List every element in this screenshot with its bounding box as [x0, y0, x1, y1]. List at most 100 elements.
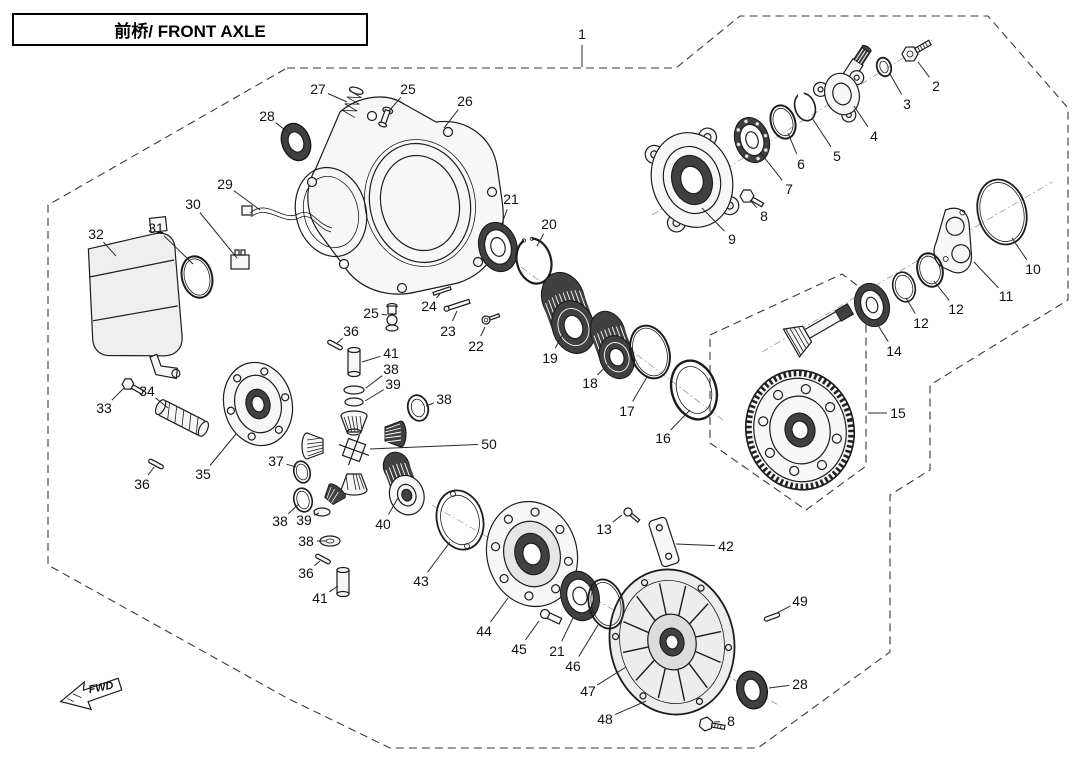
callout-40: 40 — [375, 516, 391, 532]
part-snap-ring-5 — [793, 91, 817, 122]
part-bevel-gear-top — [340, 410, 368, 436]
part-ring-16 — [669, 359, 719, 421]
callout-39: 39 — [296, 512, 312, 528]
leader-line-50 — [369, 444, 479, 450]
part-washer-38a — [343, 385, 365, 395]
callout-6: 6 — [797, 156, 805, 172]
part-splined-coupling-19 — [540, 271, 596, 354]
leader-line-48 — [614, 700, 647, 716]
part-crown-gear — [744, 369, 856, 491]
part-oring-10 — [976, 178, 1028, 246]
part-washer-38b — [406, 394, 430, 422]
leader-line-32 — [103, 241, 117, 257]
part-bearing-7 — [733, 117, 771, 163]
part-snap-ring-20 — [515, 236, 553, 285]
leader-line-16 — [670, 409, 691, 431]
part-breather-lower — [385, 302, 399, 332]
callout-11: 11 — [999, 288, 1014, 304]
leader-line-36 — [336, 337, 343, 344]
part-roller-bottom — [336, 566, 350, 598]
leader-line-38 — [365, 375, 383, 389]
page-title: 前桥/ FRONT AXLE — [12, 13, 368, 46]
leader-line-13 — [612, 514, 623, 523]
callout-36: 36 — [134, 476, 150, 492]
part-pin-a — [148, 458, 164, 470]
leader-line-33 — [111, 387, 125, 401]
callout-22: 22 — [468, 338, 484, 354]
leader-line-6 — [787, 132, 798, 155]
part-diff-flange — [222, 361, 294, 447]
leader-line-31 — [163, 235, 194, 265]
leader-line-25 — [381, 313, 388, 316]
part-screw-13 — [623, 507, 641, 523]
callout-21: 21 — [503, 191, 519, 207]
fwd-marker: FWD — [59, 677, 123, 711]
leader-line-46 — [578, 624, 599, 657]
leader-line-20 — [536, 233, 545, 247]
callout-1: 1 — [578, 26, 586, 42]
leader-line-12 — [933, 280, 950, 301]
callout-38: 38 — [383, 361, 399, 377]
callout-44: 44 — [476, 623, 492, 639]
part-oil-seal-front — [280, 122, 312, 162]
callout-3: 3 — [903, 96, 911, 112]
callout-12: 12 — [913, 315, 929, 331]
leader-line-38 — [287, 503, 300, 515]
leader-line-28 — [275, 122, 290, 134]
leader-line-2 — [917, 61, 930, 78]
leader-line-17 — [632, 376, 648, 402]
callout-19: 19 — [542, 350, 558, 366]
part-splined-hub-40 — [382, 451, 425, 516]
part-pin-b — [327, 339, 343, 351]
callout-47: 47 — [580, 683, 596, 699]
leader-line-36 — [314, 560, 321, 567]
leader-line-22 — [480, 326, 486, 337]
part-oring-46 — [587, 578, 625, 630]
leader-line-39 — [313, 512, 320, 516]
leader-line-40 — [388, 497, 399, 515]
leader-line-21 — [500, 209, 508, 227]
callout-10: 10 — [1025, 261, 1041, 277]
fwd-label: FWD — [88, 679, 115, 696]
leader-line-37 — [286, 463, 297, 468]
part-washer-3 — [875, 56, 893, 78]
part-washer-39a — [344, 397, 364, 407]
callout-26: 26 — [457, 93, 473, 109]
part-oring-17 — [629, 324, 671, 380]
leader-line-36 — [147, 466, 155, 476]
part-bevel-gear-left — [301, 432, 324, 460]
part-ring-6 — [769, 104, 797, 140]
part-main-housing — [294, 96, 504, 295]
callout-38: 38 — [436, 391, 452, 407]
part-breather-plug — [378, 106, 394, 128]
part-gasket-11 — [933, 207, 973, 274]
part-roller-top — [347, 346, 361, 378]
leader-line-14 — [875, 321, 889, 342]
part-bolt-actuator — [121, 378, 145, 396]
part-pin-23 — [443, 298, 471, 312]
assembly-border — [47, 15, 1069, 749]
callout-layer: 1234567891011121214151617181920212223242… — [88, 26, 1041, 729]
callout-35: 35 — [195, 466, 211, 482]
part-bolt-2 — [901, 39, 932, 62]
part-bracket-42 — [648, 516, 680, 568]
leader-line-7 — [759, 151, 783, 181]
callout-48: 48 — [597, 711, 613, 727]
part-washer-37 — [292, 460, 312, 484]
leader-line-49 — [776, 605, 791, 614]
part-bearing-14 — [853, 282, 891, 328]
leader-line-23 — [452, 310, 458, 322]
leader-line-12 — [905, 297, 916, 314]
part-hub-knuckle-9 — [644, 127, 740, 233]
leader-line-4 — [853, 105, 869, 128]
part-oil-seal-rear — [735, 670, 769, 710]
subassembly-15-border — [709, 273, 867, 511]
leader-line-8 — [749, 199, 758, 209]
callout-37: 37 — [268, 453, 284, 469]
callout-42: 42 — [718, 538, 734, 554]
leader-line-11 — [973, 261, 999, 289]
callout-9: 9 — [728, 231, 736, 247]
callout-33: 33 — [96, 400, 112, 416]
